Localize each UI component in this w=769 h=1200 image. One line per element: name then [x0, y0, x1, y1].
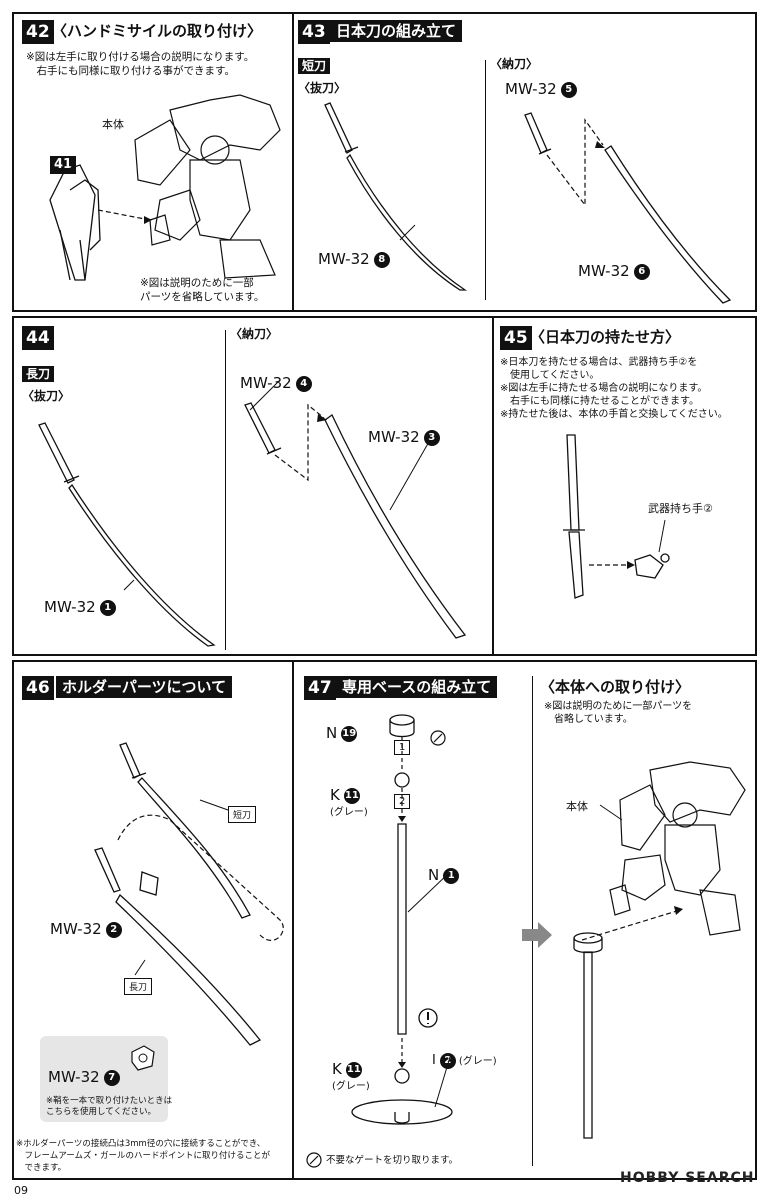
part-number-badge: 11 [343, 787, 360, 804]
step-47-gate-note: 不要なゲートを切り取ります。 [326, 1155, 459, 1166]
part-code: MW-32 [44, 598, 96, 616]
part-number-badge: 4 [295, 375, 312, 392]
part-number-badge: 11 [345, 1061, 362, 1078]
step-46-number: 46 [22, 676, 54, 700]
step-44-drawn-label: 〈抜刀〉 [22, 389, 71, 403]
step-44-long-sword-illustration [38, 422, 216, 647]
step-42-part-number: 41 [50, 156, 77, 174]
part-number-badge: 8 [373, 251, 390, 268]
step-44-sheath-illustration [244, 379, 467, 639]
step-42-number: 42 [22, 20, 54, 44]
part-code: MW-32 [578, 262, 630, 280]
part-number-badge: 3 [423, 429, 440, 446]
step-47-grey-top: (グレー) [330, 807, 368, 818]
part-number-badge: 6 [633, 263, 650, 280]
step-47-grey-bottom: (グレー) [332, 1081, 370, 1092]
step-42-title: 〈ハンドミサイルの取り付け〉 [52, 22, 263, 40]
step-43-title: 日本刀の組み立て [330, 20, 463, 42]
part-code: K [332, 1060, 342, 1078]
step-47-base-illustration [351, 714, 453, 1125]
part-code: MW-32 [240, 374, 292, 392]
step-47-step-2: 2 [394, 794, 411, 809]
step-47-title: 専用ベースの組み立て [336, 676, 498, 698]
step-42-body-label: 本体 [102, 118, 124, 131]
part-code: MW-32 [505, 80, 557, 98]
step-43-divider [485, 60, 486, 300]
part-number-badge: 19 [341, 725, 358, 742]
arrow-right-icon [522, 922, 552, 948]
part-code: MW-32 [318, 250, 370, 268]
part-number-badge: 2 [105, 921, 122, 938]
part-code: I [432, 1053, 436, 1068]
part-color-note: (グレー) [458, 1056, 497, 1067]
step-43-number: 43 [298, 20, 330, 44]
part-number-badge: 7 [103, 1069, 120, 1086]
part-code: MW-32 [48, 1068, 100, 1086]
step-46-holder-illustration [94, 742, 284, 1046]
step-44-divider [225, 330, 226, 650]
step-42-robot-illustration [49, 94, 281, 281]
step-44-sheathed-label: 〈納刀〉 [230, 327, 279, 341]
step-42-omit-note: ※図は説明のために一部 パーツを省略しています。 [140, 277, 265, 303]
step-46-bottom-note: ※ホルダーパーツの接続凸は3mm径の穴に接続することができ、 フレームアームズ・… [16, 1139, 270, 1173]
step-43-drawn-label: 〈抜刀〉 [298, 81, 347, 95]
gate-cut-icon [306, 1152, 322, 1168]
step-45-number: 45 [500, 326, 532, 350]
attach-note: ※図は説明のために一部パーツを 省略しています。 [544, 701, 693, 725]
part-code: N [428, 866, 440, 884]
step-46-long-sword-tag: 長刀 [124, 978, 153, 995]
part-number-badge: 5 [560, 81, 577, 98]
step-47-panel [292, 660, 757, 1180]
part-code: N [326, 724, 338, 742]
step-43-sheathed-label: 〈納刀〉 [490, 57, 539, 71]
step-46-short-sword-tag: 短刀 [228, 806, 257, 823]
part-code: MW-32 [368, 428, 420, 446]
step-45-grip-illustration [563, 434, 670, 599]
step-45-title: 〈日本刀の持たせ方〉 [530, 328, 681, 346]
watermark-logo: HOBBY SEARCH [620, 1170, 755, 1186]
part-code: K [330, 786, 340, 804]
step-45-panel [492, 316, 757, 656]
step-43-short-sword-illustration [324, 102, 468, 291]
step-46-box-note: ※鞘を一本で取り付けたいときは こちらを使用してください。 [46, 1096, 173, 1117]
part-number-badge: 2 [439, 1052, 456, 1069]
step-45-hand-label: 武器持ち手② [648, 502, 713, 515]
step-44-panel [12, 316, 494, 656]
part-number-badge: 1 [99, 599, 116, 616]
step-45-note: ※日本刀を持たせる場合は、武器持ち手②を 使用してください。 ※図は左手に持たせ… [500, 357, 728, 420]
step-46-title: ホルダーパーツについて [56, 676, 233, 698]
step-44-long-sword-tag: 長刀 [22, 366, 55, 382]
holder-part-icon [131, 1045, 155, 1071]
step-47-divider [532, 676, 533, 1166]
step-43-panel [292, 12, 757, 312]
part-number-badge: 1 [443, 867, 460, 884]
step-47-number: 47 [304, 676, 336, 700]
attach-body-label: 本体 [566, 800, 588, 813]
attach-robot-illustration [573, 761, 746, 1139]
step-43-sheath-illustration [524, 112, 732, 304]
step-43-short-sword-tag: 短刀 [298, 58, 331, 74]
step-42-note: ※図は左手に取り付ける場合の説明になります。 右手にも同様に取り付ける事ができま… [26, 51, 255, 77]
page-number: 09 [14, 1184, 28, 1197]
part-code: MW-32 [50, 920, 102, 938]
attach-title: 〈本体への取り付け〉 [540, 678, 691, 696]
step-44-number: 44 [22, 326, 54, 350]
